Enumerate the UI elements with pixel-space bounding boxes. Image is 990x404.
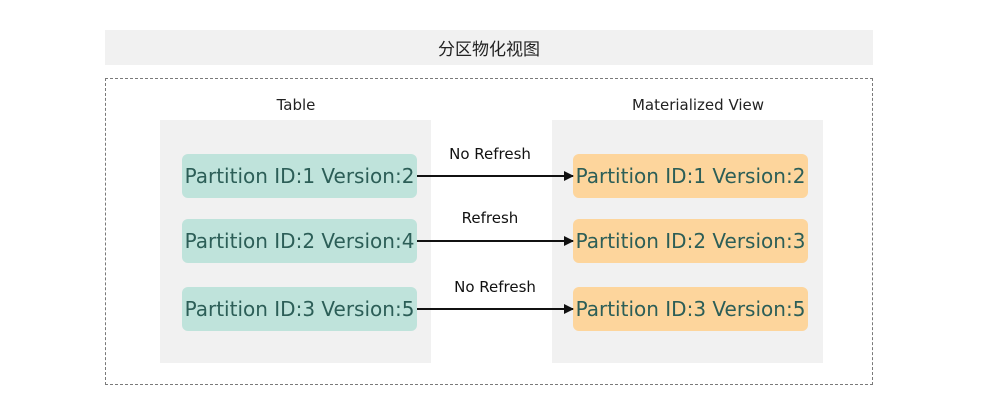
- table-partition-3: Partition ID:3 Version:5: [182, 287, 417, 331]
- table-partition-1: Partition ID:1 Version:2: [182, 154, 417, 198]
- arrow-label-1: No Refresh: [449, 145, 531, 163]
- dashed-frame: [105, 78, 873, 385]
- arrow-label-2: Refresh: [461, 209, 519, 227]
- mv-partition-1: Partition ID:1 Version:2: [573, 154, 808, 198]
- table-panel-label: Table: [276, 96, 316, 114]
- arrow-label-3: No Refresh: [454, 278, 536, 296]
- mv-panel-label: Materialized View: [631, 96, 765, 114]
- diagram-title: 分区物化视图: [105, 30, 873, 65]
- mv-partition-3: Partition ID:3 Version:5: [573, 287, 808, 331]
- table-partition-2: Partition ID:2 Version:4: [182, 219, 417, 263]
- mv-partition-2: Partition ID:2 Version:3: [573, 219, 808, 263]
